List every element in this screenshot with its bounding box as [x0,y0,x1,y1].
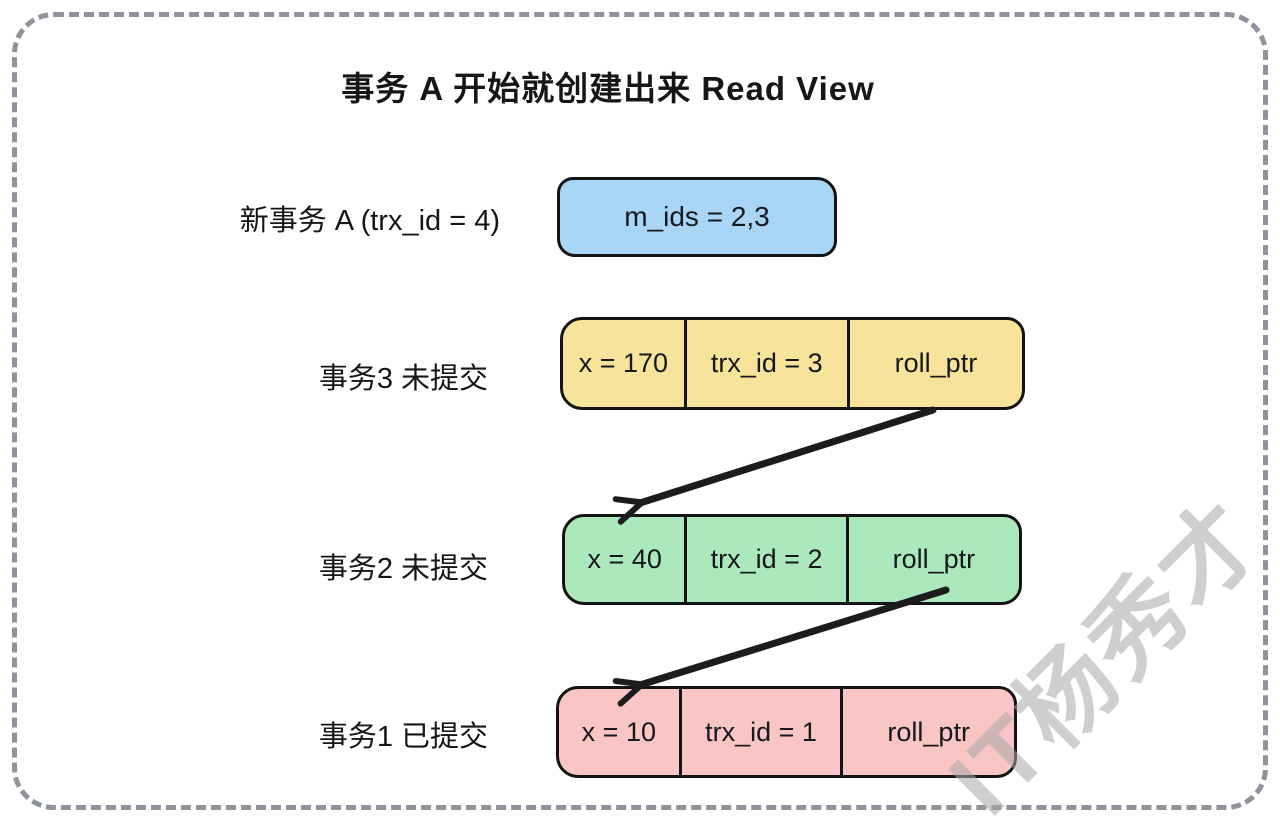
cell-x-value: x = 10 [581,716,656,747]
diagram-title: 事务 A 开始就创建出来 Read View [341,70,875,107]
label-transaction-1: 事务1 已提交 [318,721,488,753]
version-row-trx3: x = 170 trx_id = 3 roll_ptr [560,317,1025,410]
version-row-trx2: x = 40 trx_id = 2 roll_ptr [562,514,1022,605]
read-view-box: m_ids = 2,3 [557,177,837,257]
label-transaction-3: 事务3 未提交 [318,363,488,395]
cell-x-value: x = 170 [578,348,669,378]
arrow-trx3-to-trx2 [640,406,937,503]
label-transaction-2: 事务2 未提交 [318,553,488,585]
label-new-transaction-a: 新事务 A (trx_id = 4) [239,205,500,237]
cell-trx-id: trx_id = 3 [683,320,850,407]
cell-roll-ptr: roll_ptr [894,348,978,378]
cell-roll-ptr: roll_ptr [887,716,970,747]
cell-roll-ptr: roll_ptr [892,544,976,574]
cell-x-value: x = 40 [587,544,662,574]
cell-trx-id: trx_id = 1 [678,689,844,775]
version-row-trx1: x = 10 trx_id = 1 roll_ptr [556,686,1017,778]
cell-trx-id: trx_id = 2 [684,517,849,602]
read-view-value: m_ids = 2,3 [624,201,770,232]
